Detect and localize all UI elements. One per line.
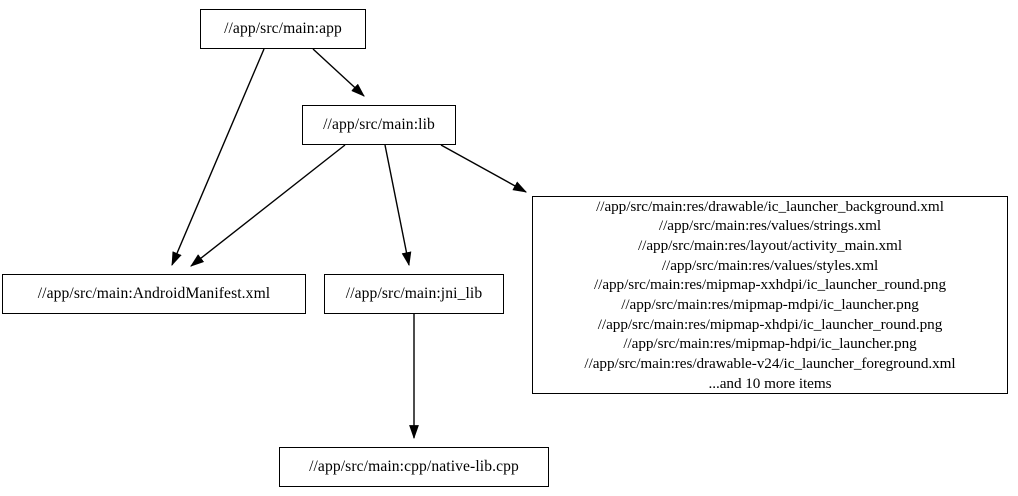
graph-node-lib-label: //app/src/main:lib xyxy=(323,116,435,134)
edge-app-to-manifest xyxy=(171,48,265,267)
graph-node-native-lib-label: //app/src/main:cpp/native-lib.cpp xyxy=(309,458,519,476)
edge-app-to-lib xyxy=(312,48,365,97)
edge-lib-to-manifest xyxy=(190,144,346,267)
graph-node-native-lib[interactable]: //app/src/main:cpp/native-lib.cpp xyxy=(279,447,549,487)
graph-node-androidmanifest[interactable]: //app/src/main:AndroidManifest.xml xyxy=(2,274,306,314)
graph-node-jni-lib-label: //app/src/main:jni_lib xyxy=(345,285,483,303)
graph-node-res-group-label: //app/src/main:res/drawable/ic_launcher_… xyxy=(584,197,956,392)
edge-lib-to-res xyxy=(440,144,527,193)
graph-node-app[interactable]: //app/src/main:app xyxy=(200,9,366,49)
graph-node-androidmanifest-label: //app/src/main:AndroidManifest.xml xyxy=(37,285,271,303)
graph-node-res-group[interactable]: //app/src/main:res/drawable/ic_launcher_… xyxy=(532,196,1008,394)
graph-node-app-label: //app/src/main:app xyxy=(224,20,342,38)
graph-node-lib[interactable]: //app/src/main:lib xyxy=(302,105,456,145)
graph-node-jni-lib[interactable]: //app/src/main:jni_lib xyxy=(324,274,504,314)
edge-lib-to-jni-lib xyxy=(384,144,412,267)
